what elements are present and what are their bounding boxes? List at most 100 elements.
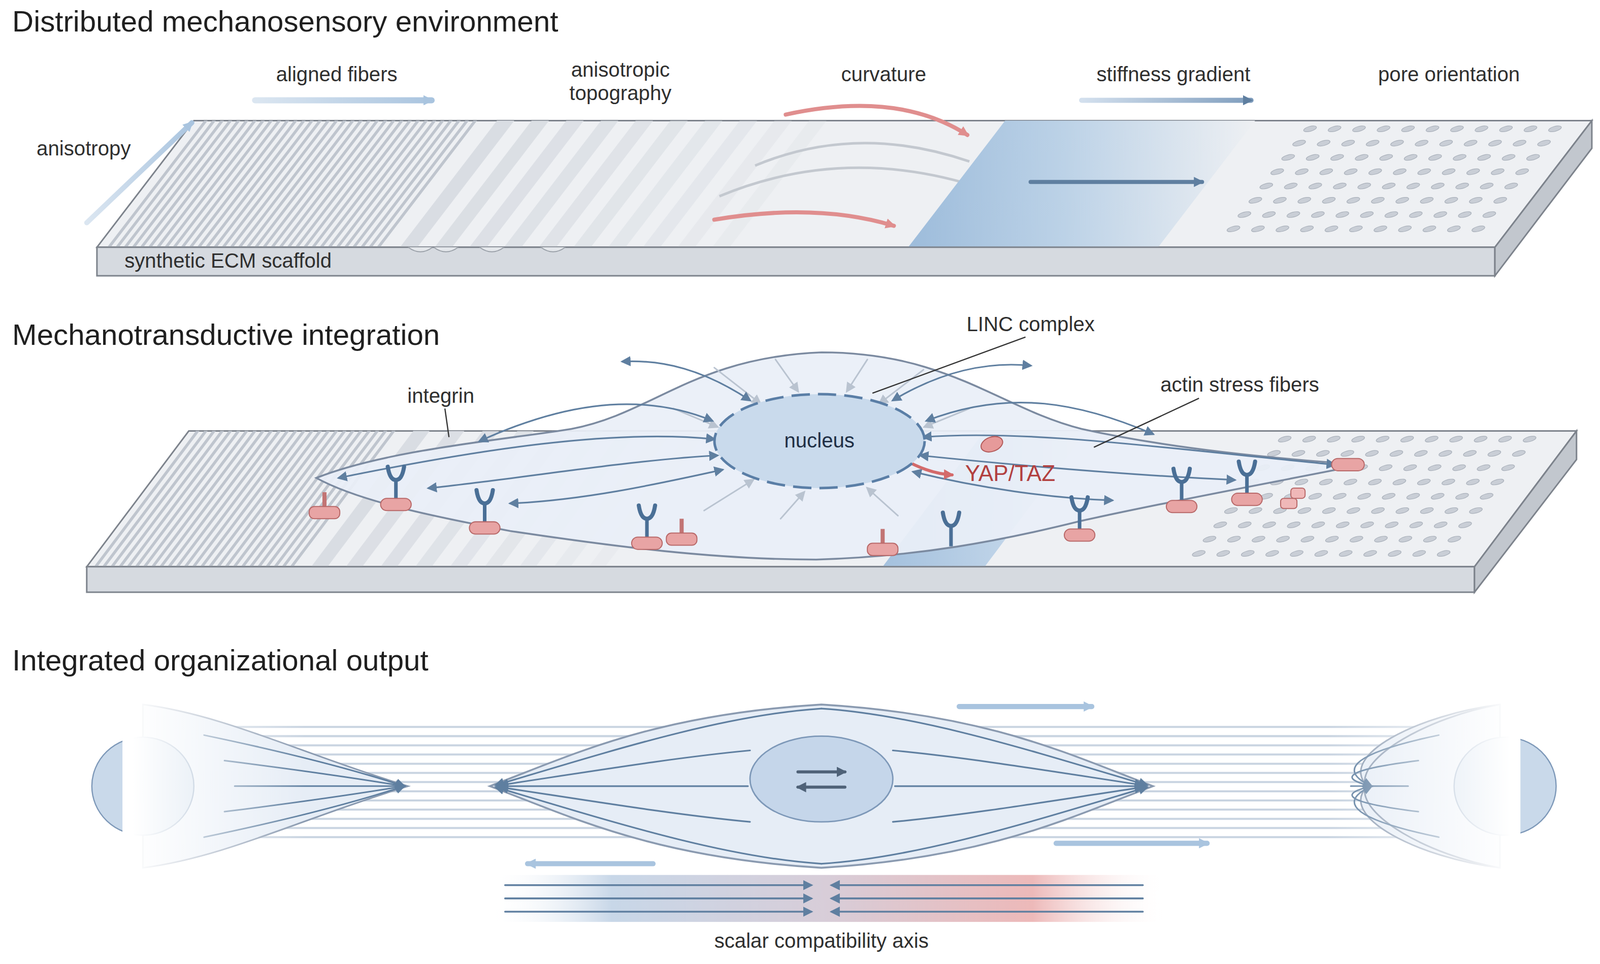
oriented-pore [1261,210,1277,219]
oriented-pore [1422,534,1438,543]
oriented-pore [1321,506,1336,515]
oriented-pore [1364,449,1380,458]
oriented-pore [1444,506,1459,515]
oriented-pore [1237,210,1252,219]
oriented-pore [1272,196,1288,205]
oriented-pore [1340,449,1355,458]
oriented-pore [1357,181,1372,190]
oriented-pore [1504,181,1519,190]
oriented-pore [1319,167,1334,176]
oriented-pore [1346,196,1361,205]
flow-arrow [959,703,1092,709]
integrin-head [1173,468,1190,482]
oriented-pore [1447,534,1462,543]
curvature-line [719,167,985,197]
oriented-pore [1276,534,1291,543]
oriented-pore [1251,224,1266,234]
oriented-pore [1422,224,1437,234]
adhesion-pad [1280,498,1297,509]
oriented-pore [1294,167,1310,176]
force-arrow [714,367,761,404]
feature-label: curvature [841,62,927,87]
oriented-pore [1281,153,1296,162]
oriented-pore [1433,210,1448,219]
stress-fiber [510,469,723,504]
stiffness-arrow [1030,179,1203,184]
stiffness-region [908,120,1256,248]
force-arrow [673,408,717,427]
scaffold-groove [712,120,827,248]
oriented-pore [1374,534,1389,543]
oriented-pore [1482,210,1497,219]
oriented-pore [1248,506,1263,515]
oriented-pore [1311,520,1326,529]
converging-arrow [831,910,1144,913]
scaffold-groove [351,120,453,248]
oriented-pore [1338,549,1353,558]
oriented-pore [1392,477,1407,486]
part-label: actin stress fibers [1160,372,1320,397]
oriented-pore [1365,139,1380,148]
oriented-pore [1363,549,1378,558]
oriented-pore [1335,210,1350,219]
topography-notch [433,247,459,252]
oriented-pore [1439,139,1454,148]
converging-arrow [831,897,1144,900]
aligned-nucleus [749,735,893,822]
oriented-pore [1292,139,1307,148]
oriented-pore [1487,139,1502,148]
oriented-pore [1444,196,1459,205]
oriented-pore [1335,520,1350,529]
oriented-pore [1446,224,1461,234]
adhesion-pad [1331,458,1364,471]
adhesion-pad [1290,487,1305,499]
oriented-pore [1332,181,1348,190]
oriented-pore [1490,477,1505,486]
oriented-pore [1359,210,1375,219]
oriented-pore [1191,549,1206,558]
nucleus-ellipse: nucleus [712,392,927,491]
oriented-pore [1326,435,1342,444]
scaffold-side [1494,120,1592,276]
oriented-pore [1251,534,1266,543]
oriented-pore [1308,181,1323,190]
scaffold-front [86,566,1475,593]
oriented-pore [1455,492,1470,501]
oriented-pore [1402,463,1418,472]
oriented-pore [1297,196,1312,205]
oriented-pore [1512,139,1527,148]
oriented-pore [1308,492,1323,501]
curvature-line [755,143,970,166]
oriented-pore [1381,492,1396,501]
oriented-pore [1473,435,1488,444]
oriented-pore [1438,449,1453,458]
signal-label: YAP/TAZ [965,460,1056,487]
oriented-pore [1346,506,1361,515]
flow-arrow [1056,840,1207,846]
oriented-pore [1315,449,1330,458]
oriented-pore [1349,534,1364,543]
adhesion-pad [469,521,500,534]
oriented-pore [1493,196,1508,205]
fiber-arrow [254,96,432,104]
oriented-pore [1463,139,1478,148]
topography-notch [540,247,566,252]
oriented-pore [1265,549,1280,558]
oriented-pore [1511,449,1526,458]
section-heading: Distributed mechanosensory environment [12,4,559,39]
oriented-pore [1413,449,1428,458]
node-text: nucleus [784,429,855,453]
integrin-stem [482,503,487,524]
oriented-pore [1348,224,1363,234]
leader-line [444,408,449,437]
oriented-pore [1330,153,1345,162]
integrin-stem [645,518,649,539]
oriented-pore [1202,534,1217,543]
oriented-pore [1283,181,1298,190]
oriented-pore [1468,506,1484,515]
stress-fiber [926,402,1154,434]
oriented-pore [1381,181,1396,190]
oriented-pore [1399,435,1415,444]
oriented-pore [1277,435,1292,444]
